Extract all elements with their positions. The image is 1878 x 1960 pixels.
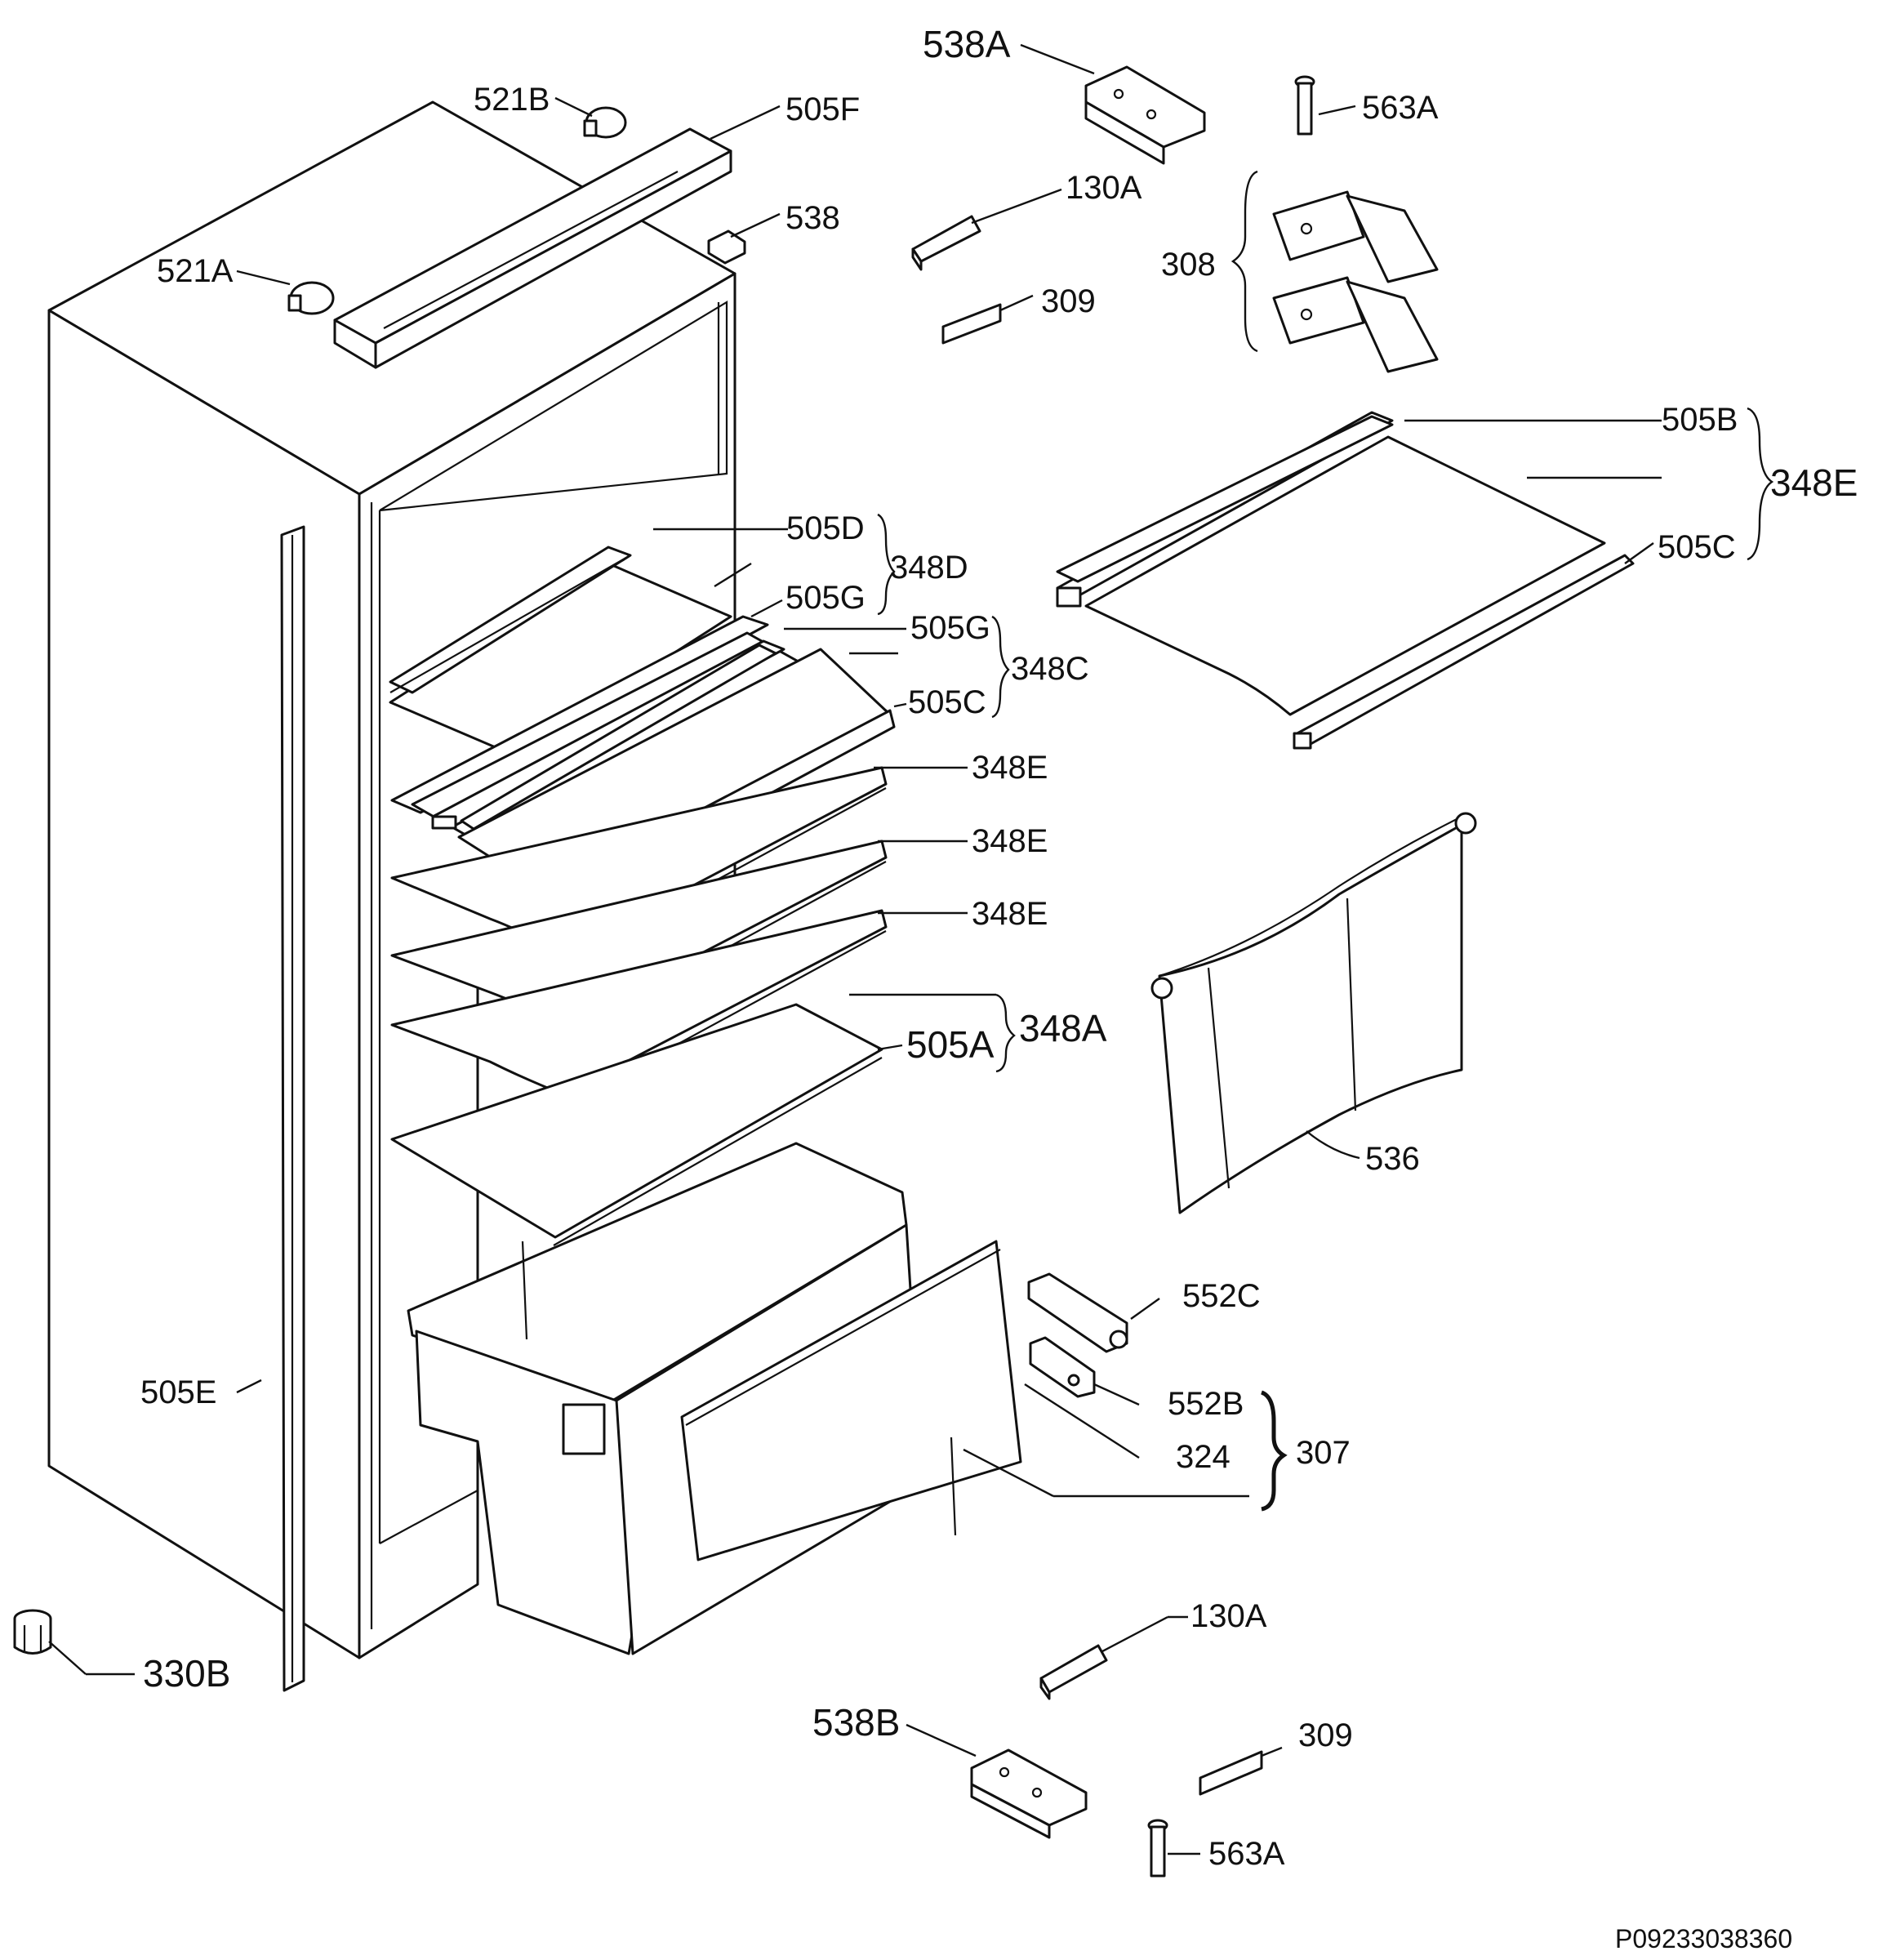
label-348E-3: 348E xyxy=(972,896,1048,932)
label-505G-a: 505G xyxy=(785,580,866,616)
hinge-plate-538B xyxy=(970,1748,1088,1839)
label-505B: 505B xyxy=(1662,402,1738,438)
label-538A-top: 538A xyxy=(923,23,1011,65)
label-552B: 552B xyxy=(1168,1386,1244,1422)
label-538B: 538B xyxy=(812,1701,900,1744)
adjustable-foot-330B xyxy=(13,1609,52,1655)
label-538: 538 xyxy=(785,200,840,236)
label-505E: 505E xyxy=(140,1374,216,1410)
label-348E-right: 348E xyxy=(1770,461,1858,504)
label-330B: 330B xyxy=(143,1652,230,1695)
label-521B: 521B xyxy=(474,82,550,118)
hinge-plate-538A xyxy=(1084,65,1206,165)
bracket-538 xyxy=(707,229,746,265)
label-563A-bottom: 563A xyxy=(1208,1836,1285,1872)
label-130A-bottom: 130A xyxy=(1190,1598,1267,1634)
top-trim-strip-505F xyxy=(333,127,732,369)
document-code: P09233038360 xyxy=(1615,1924,1792,1953)
door-bin-536 xyxy=(1150,812,1477,1214)
drawer-rail-552B xyxy=(1029,1336,1096,1398)
cover-130A-bottom xyxy=(1039,1644,1108,1700)
label-348C: 348C xyxy=(1011,651,1089,687)
label-348E-2: 348E xyxy=(972,823,1048,859)
label-348E-1: 348E xyxy=(972,750,1048,786)
label-505C-right: 505C xyxy=(1658,529,1736,565)
door-seal-505E xyxy=(280,525,305,1692)
shelf-348D xyxy=(389,546,732,757)
label-521A: 521A xyxy=(157,253,234,289)
label-348A: 348A xyxy=(1019,1007,1107,1049)
part-labels: 538A 563A 521B 505F 130A 538 521A 308 30… xyxy=(140,23,1858,1953)
crisper-drawer-307 xyxy=(407,1142,1022,1655)
label-308: 308 xyxy=(1161,247,1216,283)
cover-130A-top xyxy=(911,215,981,271)
label-309-bottom: 309 xyxy=(1298,1717,1353,1753)
cap-521B xyxy=(583,106,627,139)
label-552C: 552C xyxy=(1182,1278,1261,1314)
label-348D: 348D xyxy=(890,550,968,586)
label-307: 307 xyxy=(1296,1435,1351,1471)
pin-563A-top xyxy=(1294,75,1315,136)
cap-521A xyxy=(287,281,335,315)
label-505D: 505D xyxy=(786,510,865,546)
leader-lines xyxy=(48,43,1774,1855)
label-505C-mid: 505C xyxy=(908,684,986,720)
label-309-top xyxy=(941,303,1002,345)
pin-563A-bottom xyxy=(1147,1819,1168,1878)
label-536: 536 xyxy=(1365,1141,1420,1177)
label-309-top: 309 xyxy=(1041,283,1096,319)
label-324: 324 xyxy=(1176,1439,1230,1475)
label-505F: 505F xyxy=(785,91,860,127)
label-505G-b: 505G xyxy=(910,610,990,646)
label-563A-top: 563A xyxy=(1362,90,1439,126)
label-505A: 505A xyxy=(906,1023,995,1066)
hinge-set-308 xyxy=(1272,190,1439,373)
shelf-348E-exploded xyxy=(1056,411,1635,750)
label-130A-top: 130A xyxy=(1066,170,1142,206)
label-309-bottom xyxy=(1199,1750,1263,1796)
drawer-rail-552C xyxy=(1027,1272,1128,1353)
